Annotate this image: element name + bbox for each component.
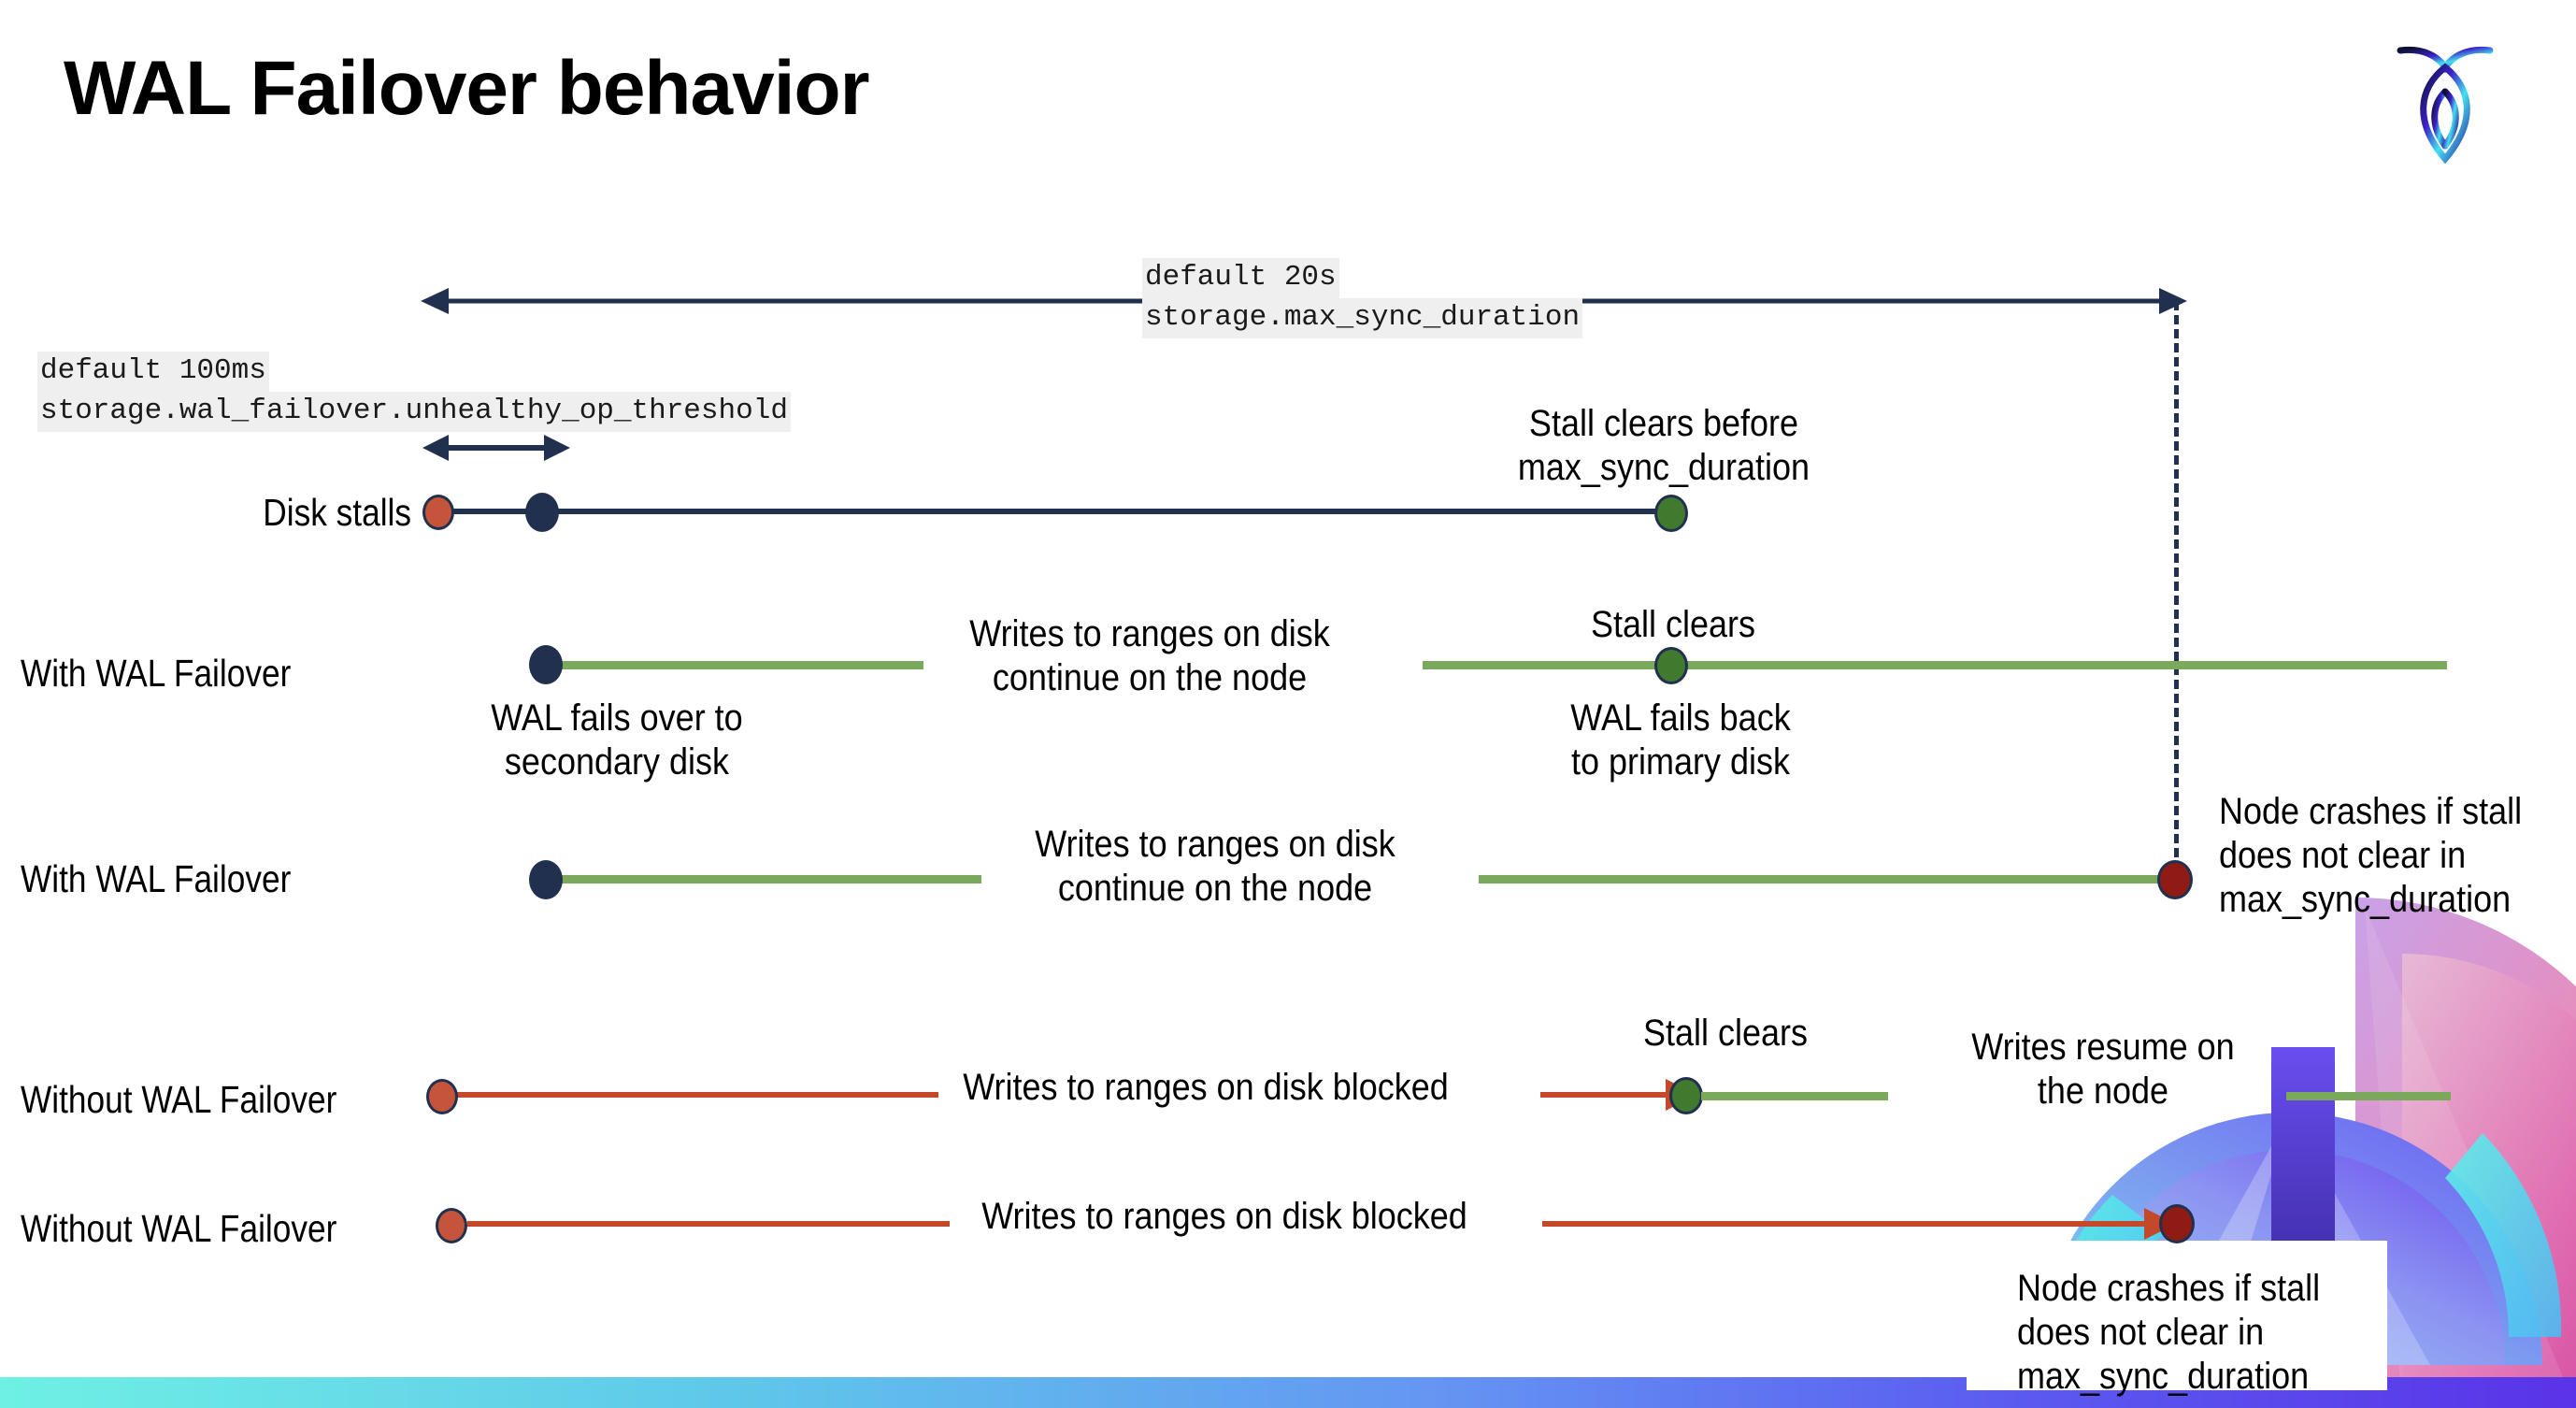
row-label-disk-stalls: Disk stalls <box>263 491 411 534</box>
disk-stalls-clear-dot <box>1654 495 1688 532</box>
wal-failover-1-clear-dot <box>1654 647 1688 684</box>
without-wal-1-seg-c <box>2286 1092 2451 1100</box>
unhealthy-default-text: default 100ms <box>37 352 269 392</box>
unhealthy-op-threshold-label: default 100ms storage.wal_failover.unhea… <box>37 352 791 432</box>
row-label-with-wal-failover-2: With WAL Failover <box>21 857 292 900</box>
note-writes-resume: Writes resume on the node <box>1971 1027 2235 1113</box>
logo-svg <box>2397 46 2494 165</box>
without-wal-2-start-dot <box>436 1208 467 1243</box>
note-writes-continue-2: Writes to ranges on disk continue on the… <box>1035 824 1395 910</box>
wal-failover-1-seg-b <box>1423 661 2447 669</box>
row-label-without-wal-failover-1: Without WAL Failover <box>21 1078 337 1121</box>
note-wal-fails-over: WAL fails over to secondary disk <box>491 697 743 783</box>
max-sync-default-text: default 20s <box>1142 258 1339 298</box>
wal-failover-2-start-dot <box>529 860 563 899</box>
note-writes-blocked-2: Writes to ranges on disk blocked <box>981 1196 1467 1237</box>
row-label-with-wal-failover-1: With WAL Failover <box>21 652 292 695</box>
cockroach-logo-icon <box>2395 36 2496 166</box>
unhealthy-op-threshold-arrow <box>422 435 570 461</box>
disk-stalls-start-dot <box>422 495 454 530</box>
note-wal-fails-back: WAL fails back to primary disk <box>1570 697 1791 783</box>
without-wal-1-seg-b <box>1701 1092 1888 1100</box>
without-wal-2-crash-dot <box>2159 1204 2195 1243</box>
without-wal-1-clear-dot <box>1669 1077 1703 1114</box>
note-stall-clears-before: Stall clears before max_sync_duration <box>1517 403 1810 489</box>
wal-failover-2-seg-a <box>550 875 981 884</box>
row-label-without-wal-failover-2: Without WAL Failover <box>21 1207 337 1250</box>
wal-failover-1-seg-a <box>550 661 923 669</box>
unhealthy-setting-text: storage.wal_failover.unhealthy_op_thresh… <box>37 391 791 432</box>
max-sync-duration-label: default 20s storage.max_sync_duration <box>1142 258 1583 338</box>
without-wal-1-start-dot <box>426 1079 458 1114</box>
note-writes-continue-1: Writes to ranges on disk continue on the… <box>969 613 1330 699</box>
without-wal-2-seg-a <box>467 1221 950 1227</box>
max-sync-setting-text: storage.max_sync_duration <box>1142 297 1583 338</box>
wal-failover-2-seg-b <box>1479 875 2178 884</box>
page-title: WAL Failover behavior <box>64 46 870 131</box>
disk-stalls-failover-dot <box>525 493 559 532</box>
note-node-crashes-1: Node crashes if stall does not clear in … <box>2219 791 2523 921</box>
max-sync-duration-boundary-dashed-line <box>2174 301 2179 871</box>
disk-stalls-timeline <box>437 509 1679 514</box>
caption-backdrop <box>1967 1241 2387 1390</box>
note-node-crashes-2: Node crashes if stall does not clear in … <box>2017 1268 2321 1398</box>
note-stall-clears-1: Stall clears <box>1590 604 1756 645</box>
note-stall-clears-2: Stall clears <box>1642 1013 1809 1054</box>
note-writes-blocked-1: Writes to ranges on disk blocked <box>963 1067 1449 1108</box>
wal-failover-1-start-dot <box>529 645 563 684</box>
wal-failover-2-crash-dot <box>2157 860 2193 899</box>
without-wal-1-seg-a <box>456 1092 938 1098</box>
